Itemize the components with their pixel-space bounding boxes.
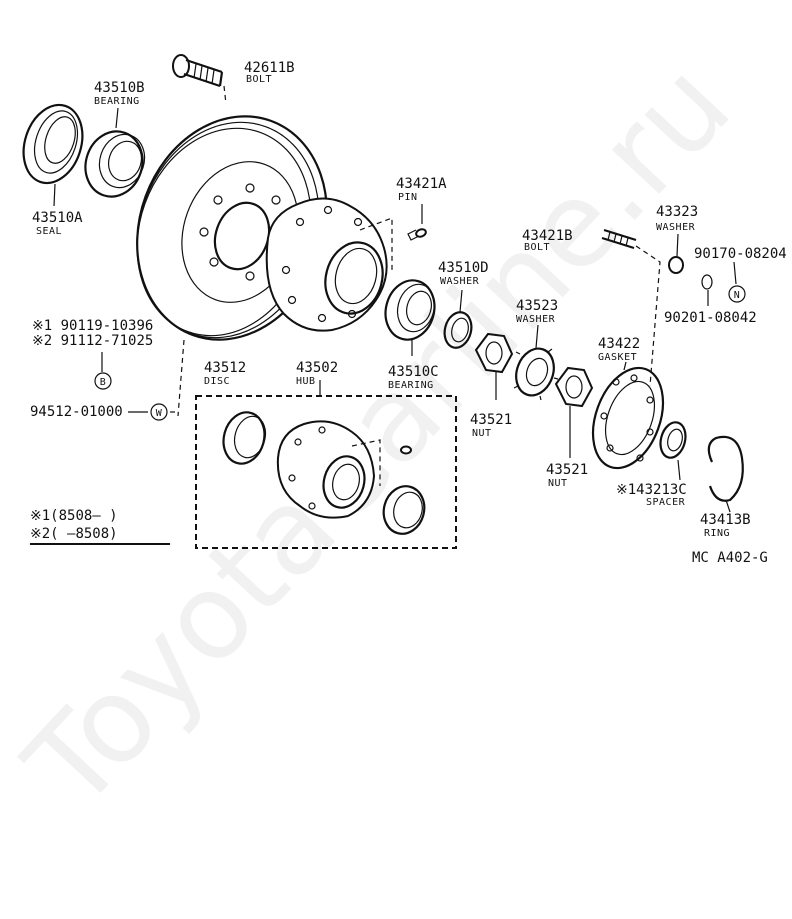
ring-43413b-drawing	[707, 435, 744, 513]
label-43502-number: 43502	[296, 360, 338, 376]
label-43512-number: 43512	[204, 360, 246, 376]
diagram-code: MC A402-G	[692, 550, 768, 566]
label-43421b-number: 43421B	[522, 228, 573, 244]
label-43502-name: HUB	[296, 376, 316, 387]
label-43422-number: 43422	[598, 336, 640, 352]
nut-43521-b-drawing	[554, 366, 594, 458]
label-43510d-name: WASHER	[440, 276, 480, 287]
washer-43510d-drawing	[443, 289, 473, 349]
label-43421a-number: 43421A	[396, 176, 447, 192]
label-42611b-name: BOLT	[246, 74, 272, 85]
label-43523-number: 43523	[516, 298, 558, 314]
label-43512-name: DISC	[204, 376, 230, 387]
note-leaders	[101, 261, 737, 413]
bearing-43510c-drawing	[384, 279, 436, 356]
legend-row-1: ※1(8508— )	[30, 508, 118, 524]
label-43521a-name: NUT	[472, 428, 492, 439]
bearing-43510b-drawing	[84, 107, 146, 198]
washer-90201-drawing	[701, 274, 713, 306]
symbol-w-text: W	[156, 408, 163, 419]
label-43521a-number: 43521	[470, 412, 512, 428]
label-42611b-number: 42611B	[244, 60, 295, 76]
symbol-w-circle	[150, 403, 168, 421]
label-43510b-number: 43510B	[94, 80, 145, 96]
washer-43523-drawing	[513, 324, 559, 401]
washer-43323-drawing	[668, 233, 684, 274]
nut-43521-a-drawing	[474, 332, 514, 400]
gasket-43422-drawing	[591, 361, 665, 470]
symbol-n-circle	[728, 285, 746, 303]
hub-43502-box-contents	[222, 380, 426, 535]
label-43521b-number: 43521	[546, 462, 588, 478]
label-43521b-name: NUT	[548, 478, 568, 489]
bolt-43421b-drawing	[601, 228, 661, 387]
label-43510c-name: BEARING	[388, 380, 434, 391]
label-43523-name: WASHER	[516, 314, 556, 325]
label-43510c-number: 43510C	[388, 364, 439, 380]
note-90119-number: ※1 90119-10396	[32, 318, 153, 334]
bolt-42611b-drawing	[172, 54, 227, 105]
label-43421a-name: PIN	[398, 192, 418, 203]
label-43213c-name: SPACER	[646, 497, 686, 508]
label-43510a-number: 43510A	[32, 210, 83, 226]
pin-43421a-drawing	[407, 204, 427, 241]
label-43413b-number: 43413B	[700, 512, 751, 528]
label-43323-number: 43323	[656, 204, 698, 220]
watermark-text: ToyotaCarline.ru	[0, 37, 756, 835]
seal-43510a-drawing	[22, 103, 84, 207]
label-43413b-name: RING	[704, 528, 730, 539]
label-43510a-name: SEAL	[36, 226, 62, 237]
note-91112-number: ※2 91112-71025	[32, 333, 153, 349]
label-90201-number: 90201-08042	[664, 310, 757, 326]
hub-top-drawing	[265, 197, 393, 332]
label-43510d-number: 43510D	[438, 260, 489, 276]
spacer-43213c-drawing	[659, 421, 687, 481]
label-43213c-number: ※143213C	[616, 482, 687, 498]
symbol-b-circle	[94, 372, 112, 390]
symbol-n-text: N	[734, 290, 741, 301]
label-94512-number: 94512-01000	[30, 404, 123, 420]
legend-row-2: ※2( —8508)	[30, 526, 118, 542]
label-43422-name: GASKET	[598, 352, 637, 363]
symbol-b-text: B	[100, 377, 107, 388]
label-43421b-name: BOLT	[524, 242, 550, 253]
label-90170-number: 90170-08204	[694, 246, 787, 262]
label-43323-name: WASHER	[656, 222, 696, 233]
label-43510b-name: BEARING	[94, 96, 140, 107]
hub-assembly-box	[195, 395, 457, 549]
